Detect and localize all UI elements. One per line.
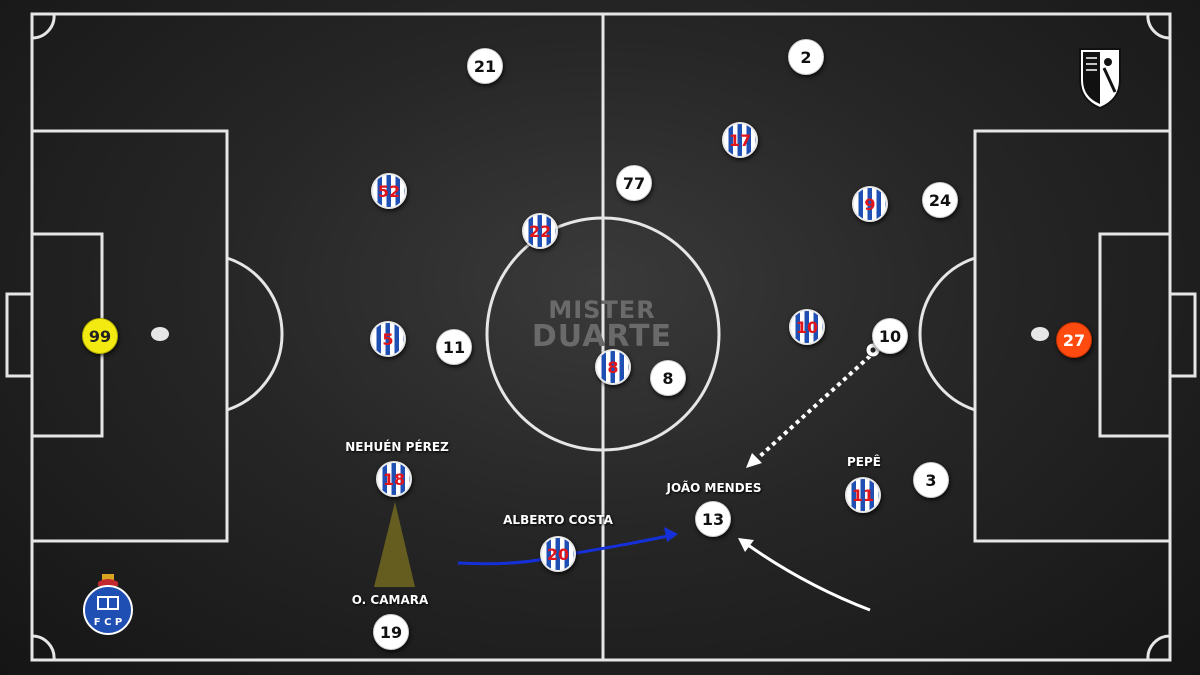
- vision-cone: [374, 502, 415, 587]
- player-11-white: 11: [436, 329, 472, 365]
- player-number: 22: [528, 221, 552, 241]
- player-9-porto: 9: [852, 186, 888, 222]
- left-penalty-arc: [226, 256, 284, 412]
- player-number: 17: [728, 130, 752, 150]
- player-number: 18: [382, 469, 406, 489]
- player-number: 77: [622, 173, 646, 193]
- player-number: 10: [795, 317, 819, 337]
- player-label-alberto-costa: ALBERTO COSTA: [503, 513, 613, 527]
- player-2-white: 2: [788, 39, 824, 75]
- corner-arc-bottom-right: [1146, 634, 1171, 661]
- player-number: 13: [701, 509, 725, 529]
- player-8-white: 8: [650, 360, 686, 396]
- player-label-o-camara: O. CAMARA: [351, 593, 429, 607]
- player-24-white: 24: [922, 182, 958, 218]
- player-21-white: 21: [467, 48, 503, 84]
- player-17-porto: 17: [722, 122, 758, 158]
- fc-porto-crest-icon: F C P: [83, 574, 133, 635]
- player-label-joao-mendes: JOÃO MENDES: [666, 481, 762, 495]
- player-10-porto: 10: [789, 309, 825, 345]
- player-number: 21: [473, 56, 497, 76]
- player-52-porto: 52: [371, 173, 407, 209]
- center-circle: [485, 216, 721, 452]
- left-penalty-area: [30, 129, 229, 543]
- right-penalty-spot: [1031, 327, 1049, 341]
- player-20-porto: 20: [540, 536, 576, 572]
- player-77-white: 77: [616, 165, 652, 201]
- player-number: 19: [379, 622, 403, 642]
- pass-arrow-dotted-head: [746, 453, 762, 468]
- touchline-boundary: [30, 12, 1172, 662]
- player-11-porto: 11: [845, 477, 881, 513]
- right-goal: [1168, 292, 1197, 378]
- player-number: 9: [864, 194, 876, 214]
- crest-text: F C P: [94, 617, 122, 628]
- player-number: 8: [662, 368, 674, 388]
- pass-arrow-dotted: [756, 354, 872, 460]
- player-13-white: 13: [695, 501, 731, 537]
- player-number: 99: [88, 326, 112, 346]
- corner-arc-bottom-left: [31, 634, 56, 661]
- player-number: 5: [382, 329, 394, 349]
- player-3-white: 3: [913, 462, 949, 498]
- player-number: 52: [377, 181, 401, 201]
- player-8-porto: 8: [595, 349, 631, 385]
- player-number: 2: [800, 47, 812, 67]
- corner-arc-top-right: [1146, 13, 1171, 40]
- player-number: 11: [851, 485, 875, 505]
- player-5-porto: 5: [370, 321, 406, 357]
- player-99-goalkeeper: 99: [82, 318, 118, 354]
- run-arrow-white-head: [738, 538, 754, 552]
- player-number: 10: [878, 326, 902, 346]
- player-10-white: 10: [872, 318, 908, 354]
- player-number: 20: [546, 544, 570, 564]
- player-number: 3: [925, 470, 937, 490]
- run-arrow-blue-head: [664, 527, 678, 542]
- player-27-goalkeeper: 27: [1056, 322, 1092, 358]
- player-number: 27: [1062, 330, 1086, 350]
- right-six-yard-box: [1098, 232, 1172, 438]
- player-number: 11: [442, 337, 466, 357]
- player-number: 8: [607, 357, 619, 377]
- player-label-pepe: PEPÊ: [847, 455, 881, 469]
- left-penalty-spot: [151, 327, 169, 341]
- left-goal: [5, 292, 34, 378]
- vitoria-guimaraes-crest-icon: [1079, 48, 1121, 110]
- player-19-white: 19: [373, 614, 409, 650]
- run-arrow-white: [747, 543, 871, 612]
- player-18-porto: 18: [376, 461, 412, 497]
- corner-arc-top-left: [31, 13, 56, 40]
- player-22-porto: 22: [522, 213, 558, 249]
- player-label-nehuen-perez: NEHUÉN PÉREZ: [345, 440, 449, 454]
- player-number: 24: [928, 190, 952, 210]
- right-penalty-arc: [918, 256, 976, 412]
